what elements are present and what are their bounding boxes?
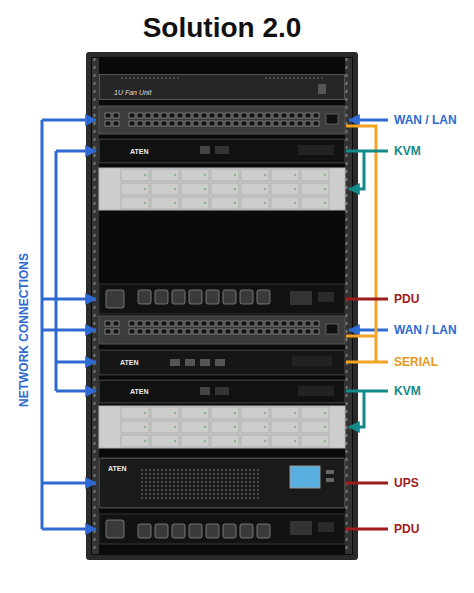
- serial-wires: [346, 126, 388, 362]
- pdu: [99, 514, 345, 544]
- connection-label: WAN / LAN: [394, 324, 457, 336]
- connection-label: WAN / LAN: [394, 114, 457, 126]
- ups: [99, 458, 345, 508]
- kvm-wires: [346, 151, 388, 427]
- kvm-switch: [99, 380, 345, 403]
- kvm-device-box: ATEN: [99, 139, 345, 163]
- fan-unit-box: 1U Fan Unit: [99, 74, 345, 100]
- serial-device-box: ATEN: [99, 350, 345, 375]
- side-caption: NETWORK CONNECTIONS: [18, 253, 30, 407]
- pdu: [99, 284, 345, 314]
- server: [99, 406, 345, 448]
- connection-label: KVM: [394, 145, 421, 157]
- connection-label: PDU: [394, 523, 419, 535]
- server: [99, 168, 345, 210]
- ups-device-box: ATEN: [99, 458, 345, 508]
- connection-label: PDU: [394, 293, 419, 305]
- diagram-title: Solution 2.0: [0, 14, 444, 42]
- device-label: ATEN: [108, 465, 127, 472]
- device-label: ATEN: [130, 388, 149, 395]
- fan-unit: [99, 74, 345, 100]
- connection-label: SERIAL: [394, 356, 438, 368]
- network-wires: [42, 120, 388, 529]
- device-label: 1U Fan Unit: [114, 89, 151, 96]
- kvm-switch: [99, 139, 345, 163]
- device-label: ATEN: [120, 359, 139, 366]
- network-switch: [99, 316, 345, 344]
- serial-console-server: [99, 350, 345, 375]
- rack-frame: [86, 52, 358, 560]
- power-wires: [346, 299, 388, 529]
- connection-label: UPS: [394, 477, 419, 489]
- connection-label: KVM: [394, 385, 421, 397]
- kvm-device-box: ATEN: [99, 380, 345, 403]
- network-switch: [99, 106, 345, 134]
- device-label: ATEN: [130, 148, 149, 155]
